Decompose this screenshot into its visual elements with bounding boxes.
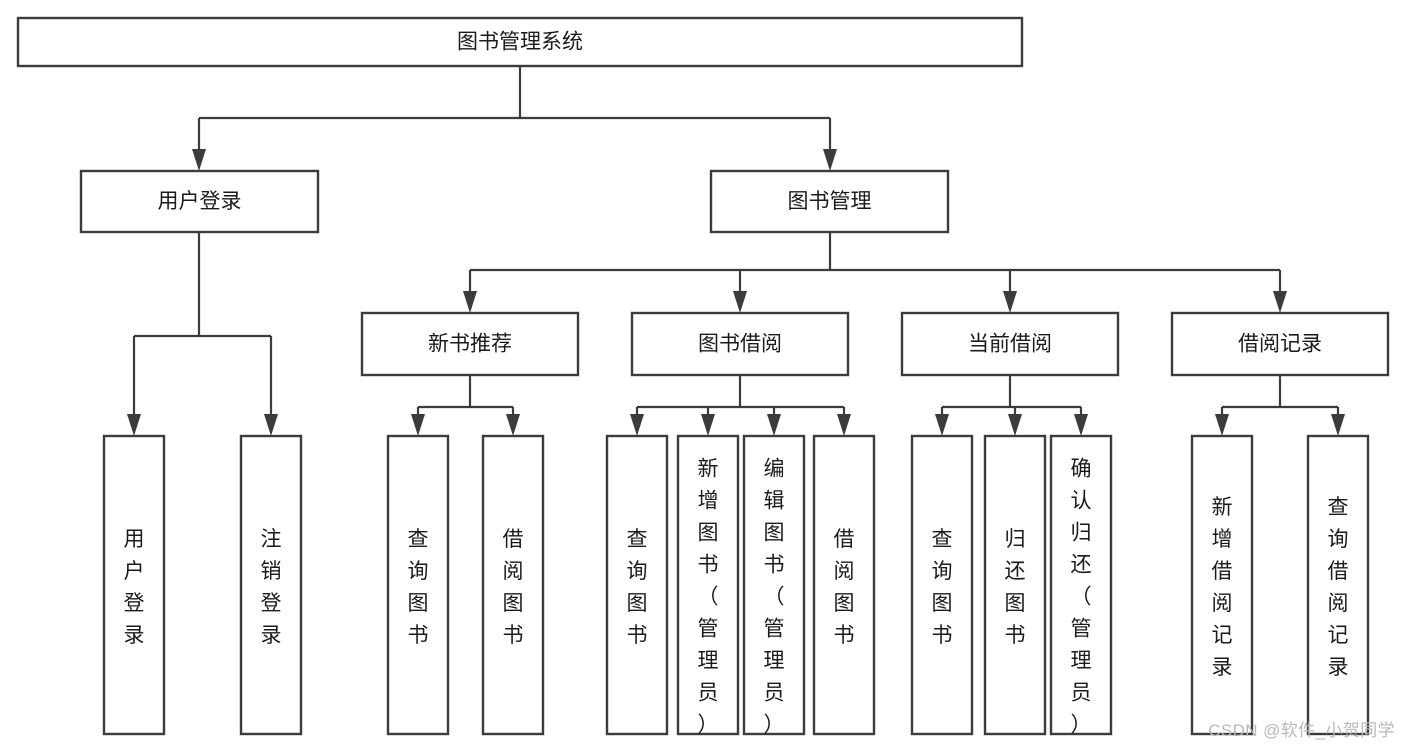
node-leaf-12[interactable]: 查询借阅记录 — [1306, 434, 1370, 736]
node-leaf-10[interactable]: 确认归还（管理员） — [1049, 434, 1113, 737]
node-leaf-5-label: 新增图书（管理员） — [698, 458, 719, 737]
node-level1-1-box[interactable] — [709, 169, 950, 234]
connector-layer — [127, 66, 1345, 436]
connector-arrowhead-icon — [192, 149, 206, 171]
connector-arrowhead-icon — [837, 414, 851, 436]
node-leaf-0-box[interactable] — [102, 434, 166, 736]
connector-arrowhead-icon — [1074, 414, 1088, 436]
node-level2-3-box[interactable] — [1170, 311, 1390, 377]
node-leaf-7-box[interactable] — [812, 434, 876, 736]
node-leaf-8-label: 查询图书 — [932, 528, 953, 647]
node-level2-0-label: 新书推荐 — [428, 333, 512, 356]
connector-arrowhead-icon — [1331, 414, 1345, 436]
connector-arrowhead-icon — [127, 414, 141, 436]
node-leaf-1-label: 注销登录 — [261, 528, 282, 647]
connector-arrowhead-icon — [733, 291, 747, 313]
node-level1-1-label: 图书管理 — [788, 190, 872, 213]
node-leaf-7-label: 借阅图书 — [834, 528, 855, 647]
node-leaf-8-box[interactable] — [910, 434, 974, 736]
node-leaf-8[interactable]: 查询图书 — [910, 434, 974, 736]
node-level2-1-label: 图书借阅 — [698, 333, 782, 356]
connector-arrowhead-icon — [630, 414, 644, 436]
node-leaf-0-label: 用户登录 — [124, 528, 145, 647]
connector-arrowhead-icon — [463, 291, 477, 313]
connector-arrowhead-icon — [264, 414, 278, 436]
connector-arrowhead-icon — [1273, 291, 1287, 313]
connector-arrowhead-icon — [1003, 291, 1017, 313]
node-leaf-4-box[interactable] — [605, 434, 669, 736]
node-level2-2-box[interactable] — [900, 311, 1120, 377]
node-root-box[interactable] — [16, 16, 1024, 68]
node-leaf-3-box[interactable] — [481, 434, 545, 736]
node-leaf-1[interactable]: 注销登录 — [239, 434, 303, 736]
node-leaf-0[interactable]: 用户登录 — [102, 434, 166, 736]
node-leaf-12-label: 查询借阅记录 — [1328, 496, 1349, 679]
node-level2-2-label: 当前借阅 — [968, 333, 1052, 356]
node-level2-3[interactable]: 借阅记录 — [1170, 311, 1390, 377]
node-leaf-10-label: 确认归还（管理员） — [1071, 458, 1092, 737]
connector-arrowhead-icon — [506, 414, 520, 436]
node-leaf-12-box[interactable] — [1306, 434, 1370, 736]
node-leaf-11[interactable]: 新增借阅记录 — [1190, 434, 1254, 736]
node-root-label: 图书管理系统 — [457, 31, 583, 54]
node-leaf-4[interactable]: 查询图书 — [605, 434, 669, 736]
node-leaf-9-label: 归还图书 — [1005, 528, 1026, 647]
node-leaf-6-box[interactable] — [742, 434, 806, 736]
node-leaf-4-label: 查询图书 — [627, 528, 648, 647]
node-level2-2[interactable]: 当前借阅 — [900, 311, 1120, 377]
node-level1-0-box[interactable] — [79, 169, 320, 234]
node-level2-0[interactable]: 新书推荐 — [360, 311, 580, 377]
connector-arrowhead-icon — [767, 414, 781, 436]
connector-arrowhead-icon — [823, 149, 837, 171]
node-leaf-1-box[interactable] — [239, 434, 303, 736]
node-leaf-7[interactable]: 借阅图书 — [812, 434, 876, 736]
node-leaf-11-label: 新增借阅记录 — [1212, 496, 1233, 679]
node-leaf-2-label: 查询图书 — [408, 528, 429, 647]
node-leaf-9[interactable]: 归还图书 — [983, 434, 1047, 736]
connector-arrowhead-icon — [1008, 414, 1022, 436]
node-level2-0-box[interactable] — [360, 311, 580, 377]
node-root[interactable]: 图书管理系统 — [16, 16, 1024, 68]
node-level1-1[interactable]: 图书管理 — [709, 169, 950, 234]
connector-arrowhead-icon — [935, 414, 949, 436]
node-leaf-3[interactable]: 借阅图书 — [481, 434, 545, 736]
node-leaf-2-box[interactable] — [386, 434, 450, 736]
connector-arrowhead-icon — [1215, 414, 1229, 436]
node-level2-3-label: 借阅记录 — [1238, 333, 1322, 356]
node-leaf-5[interactable]: 新增图书（管理员） — [676, 434, 740, 737]
connector-arrowhead-icon — [701, 414, 715, 436]
node-leaf-6[interactable]: 编辑图书（管理员） — [742, 434, 806, 737]
node-leaf-9-box[interactable] — [983, 434, 1047, 736]
node-leaf-5-box[interactable] — [676, 434, 740, 736]
node-leaf-3-label: 借阅图书 — [503, 528, 524, 647]
node-level2-1-box[interactable] — [630, 311, 850, 377]
node-layer: 图书管理系统用户登录图书管理新书推荐图书借阅当前借阅借阅记录用户登录注销登录查询… — [16, 16, 1390, 737]
node-leaf-6-label: 编辑图书（管理员） — [764, 458, 785, 737]
node-level1-0-label: 用户登录 — [158, 190, 242, 213]
node-level2-1[interactable]: 图书借阅 — [630, 311, 850, 377]
connector-arrowhead-icon — [411, 414, 425, 436]
node-leaf-10-box[interactable] — [1049, 434, 1113, 736]
node-leaf-11-box[interactable] — [1190, 434, 1254, 736]
node-leaf-2[interactable]: 查询图书 — [386, 434, 450, 736]
node-level1-0[interactable]: 用户登录 — [79, 169, 320, 234]
